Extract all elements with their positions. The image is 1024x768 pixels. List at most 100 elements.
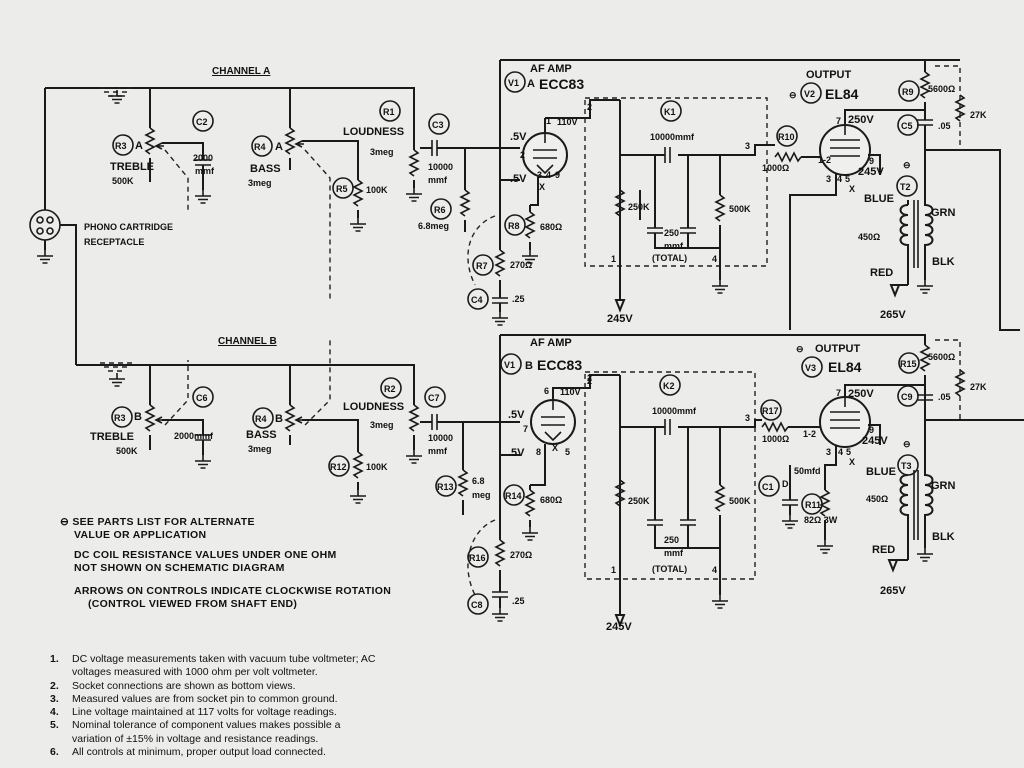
- svg-text:680Ω: 680Ω: [540, 495, 562, 505]
- svg-text:TREBLE: TREBLE: [110, 161, 154, 173]
- svg-text:X: X: [849, 184, 855, 194]
- c5-label: C5 .05: [897, 114, 951, 136]
- svg-text:X: X: [539, 182, 545, 192]
- legend-line-1: ⊖ SEE PARTS LIST FOR ALTERNATE: [60, 516, 255, 528]
- svg-text:50mfd: 50mfd: [794, 466, 821, 476]
- svg-text:.5V: .5V: [508, 447, 525, 459]
- svg-text:5: 5: [846, 447, 851, 457]
- svg-text:2000mmf: 2000mmf: [174, 431, 214, 441]
- channel-a-title: CHANNEL A: [212, 66, 270, 77]
- v3-labels: ⊖ OUTPUT V3 EL84 250V 245V 7 9 1-2 3 4 5…: [796, 343, 888, 467]
- svg-text:C1: C1: [762, 482, 774, 492]
- svg-text:R12: R12: [330, 462, 347, 472]
- svg-text:BLUE: BLUE: [864, 193, 894, 205]
- svg-text:A: A: [527, 78, 535, 90]
- svg-text:7: 7: [523, 424, 528, 434]
- r3a-label: R3 A TREBLE 500K: [110, 134, 154, 186]
- svg-text:AF AMP: AF AMP: [530, 63, 572, 75]
- svg-text:1000Ω: 1000Ω: [762, 434, 789, 444]
- channel-b-title: CHANNEL B: [218, 336, 277, 347]
- svg-text:250: 250: [664, 228, 679, 238]
- svg-text:3: 3: [826, 447, 831, 457]
- svg-text:10000: 10000: [428, 162, 453, 172]
- svg-text:9: 9: [555, 170, 560, 180]
- svg-text:1: 1: [611, 254, 616, 264]
- v1b-labels: V1 AF AMP B ECC83 110V .5V .5V 6 7 8 X 5…: [500, 337, 592, 459]
- svg-text:RED: RED: [872, 544, 895, 556]
- svg-text:A: A: [135, 140, 143, 152]
- svg-text:2: 2: [587, 373, 592, 383]
- svg-text:R4: R4: [255, 414, 267, 424]
- svg-text:1000Ω: 1000Ω: [762, 163, 789, 173]
- r10-label: R10 1000Ω: [762, 125, 798, 173]
- svg-text:R15: R15: [900, 359, 917, 369]
- c8-label: C8 .25: [467, 593, 525, 615]
- svg-text:K1: K1: [664, 107, 676, 117]
- svg-text:D: D: [782, 479, 789, 489]
- svg-text:3meg: 3meg: [370, 420, 394, 430]
- svg-text:R1: R1: [383, 107, 395, 117]
- svg-text:.25: .25: [512, 596, 525, 606]
- svg-text:265V: 265V: [880, 585, 906, 597]
- c3-label: C3 10000 mmf: [428, 113, 453, 185]
- svg-text:(TOTAL): (TOTAL): [652, 253, 687, 263]
- svg-text:1: 1: [611, 565, 616, 575]
- svg-text:.5V: .5V: [510, 173, 527, 185]
- c2-label: C2 2000 mmf: [192, 110, 215, 176]
- r9-label: R9 5600Ω 27K: [898, 80, 987, 120]
- svg-text:⊖: ⊖: [903, 160, 911, 170]
- svg-text:V2: V2: [804, 89, 815, 99]
- svg-text:.5V: .5V: [510, 131, 527, 143]
- svg-text:V1: V1: [508, 78, 519, 88]
- svg-text:.25: .25: [512, 294, 525, 304]
- svg-text:C3: C3: [432, 120, 444, 130]
- svg-text:3: 3: [826, 174, 831, 184]
- svg-text:100K: 100K: [366, 462, 388, 472]
- svg-text:270Ω: 270Ω: [510, 260, 532, 270]
- svg-text:LOUDNESS: LOUDNESS: [343, 126, 404, 138]
- svg-text:RECEPTACLE: RECEPTACLE: [84, 237, 144, 247]
- svg-text:7: 7: [836, 388, 841, 398]
- svg-text:R17: R17: [762, 406, 779, 416]
- svg-text:RED: RED: [870, 267, 893, 279]
- c1-label: C1 D 50mfd: [758, 466, 821, 497]
- r3b-label: R3 B TREBLE 500K: [90, 406, 142, 456]
- svg-text:.05: .05: [938, 392, 951, 402]
- svg-text:680Ω: 680Ω: [540, 222, 562, 232]
- svg-text:C7: C7: [428, 393, 440, 403]
- k2-labels: K2 10000mmf 250K 500K 250 mmf (TOTAL) 1 …: [587, 373, 751, 633]
- r7-label: R7 270Ω: [472, 254, 532, 276]
- svg-text:BLK: BLK: [932, 531, 955, 543]
- svg-text:3meg: 3meg: [248, 444, 272, 454]
- svg-text:X: X: [849, 457, 855, 467]
- k1-box: [584, 97, 768, 267]
- svg-text:T2: T2: [900, 182, 911, 192]
- r12-label: R12 100K: [328, 455, 388, 477]
- svg-text:6.8meg: 6.8meg: [418, 221, 449, 231]
- svg-text:BLUE: BLUE: [866, 466, 896, 478]
- c6-label: C6 2000mmf: [174, 386, 214, 441]
- svg-text:C8: C8: [471, 600, 483, 610]
- r2-label: R2 LOUDNESS 3meg: [343, 377, 404, 430]
- r15-label: R15 5600Ω 27K: [898, 352, 987, 392]
- svg-text:3: 3: [537, 170, 542, 180]
- svg-text:270Ω: 270Ω: [510, 550, 532, 560]
- svg-text:meg: meg: [472, 490, 491, 500]
- svg-text:⊖: ⊖: [796, 344, 804, 354]
- svg-text:R3: R3: [115, 141, 127, 151]
- v1a-labels: V1 AF AMP A ECC83 110V .5V .5V 1 2 3 4 9…: [504, 63, 592, 192]
- svg-text:.05: .05: [938, 121, 951, 131]
- r17-label: R17 1000Ω: [760, 399, 789, 444]
- svg-text:4: 4: [546, 170, 551, 180]
- c7-label: C7 10000 mmf: [424, 386, 453, 456]
- svg-text:6: 6: [544, 386, 549, 396]
- k1-labels: K1 10000mmf 250K 500K 250 mmf (TOTAL) 1 …: [607, 100, 751, 325]
- svg-text:R16: R16: [469, 553, 486, 563]
- note-item: 3.Measured values are from socket pin to…: [50, 692, 338, 705]
- svg-text:R6: R6: [434, 205, 446, 215]
- svg-text:500K: 500K: [112, 176, 134, 186]
- svg-text:250V: 250V: [848, 114, 874, 126]
- svg-text:9: 9: [869, 425, 874, 435]
- svg-text:R7: R7: [476, 261, 488, 271]
